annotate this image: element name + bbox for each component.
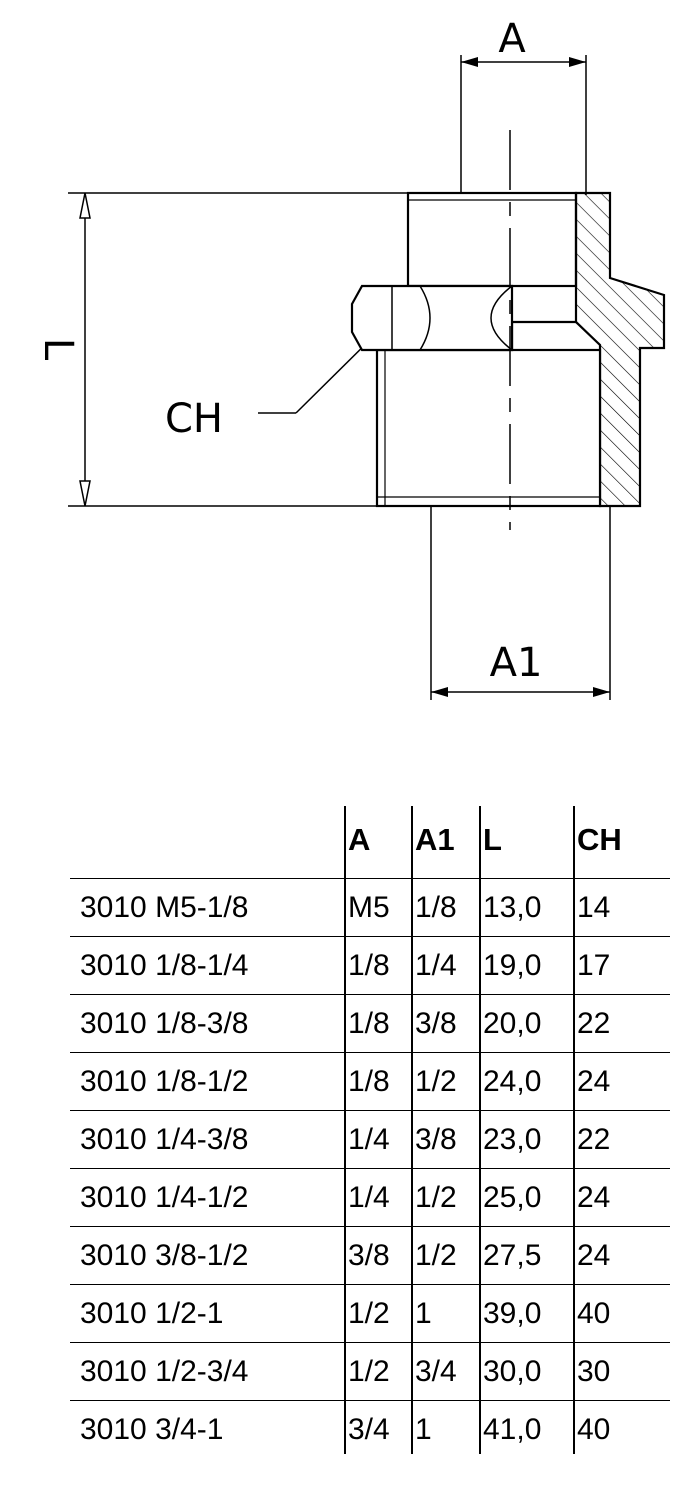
cell-code: 3010 M5-1/8 (80, 890, 249, 924)
cell-code: 3010 1/8-3/8 (80, 1006, 249, 1040)
dimension-table: A A1 L CH 3010 M5-1/8 M5 1/8 13,0 14 301… (70, 806, 670, 1458)
cell-a: M5 (348, 890, 390, 924)
label-ch: CH (165, 396, 223, 442)
cell-l: 25,0 (483, 1180, 542, 1214)
cell-a1: 1/8 (415, 890, 457, 924)
cell-a1: 3/8 (415, 1122, 457, 1156)
cell-a1: 1/4 (415, 948, 457, 982)
table-row: 3010 M5-1/8 M5 1/8 13,0 14 (70, 879, 670, 937)
cell-a1: 1 (415, 1296, 432, 1330)
table-row: 3010 1/8-1/4 1/8 1/4 19,0 17 (70, 937, 670, 995)
cell-a: 1/2 (348, 1354, 390, 1388)
cell-ch: 22 (577, 1122, 611, 1156)
cell-ch: 24 (577, 1064, 611, 1098)
cell-a1: 1/2 (415, 1064, 457, 1098)
table-row: 3010 1/2-1 1/2 1 39,0 40 (70, 1285, 670, 1343)
cell-a: 1/2 (348, 1296, 390, 1330)
cell-code: 3010 1/2-1 (80, 1296, 224, 1330)
fitting-technical-drawing: A L CH (35, 16, 666, 700)
column-divider (344, 806, 346, 1454)
cell-l: 27,5 (483, 1238, 542, 1272)
cell-ch: 22 (577, 1006, 611, 1040)
cell-l: 39,0 (483, 1296, 542, 1330)
cell-l: 23,0 (483, 1122, 542, 1156)
cell-l: 13,0 (483, 890, 542, 924)
cell-code: 3010 1/2-3/4 (80, 1354, 249, 1388)
table-row: 3010 1/8-1/2 1/8 1/2 24,0 24 (70, 1053, 670, 1111)
cell-a1: 3/4 (415, 1354, 457, 1388)
cell-l: 20,0 (483, 1006, 542, 1040)
cell-code: 3010 1/8-1/4 (80, 948, 249, 982)
header-a1: A1 (415, 822, 455, 857)
cell-l: 30,0 (483, 1354, 542, 1388)
cell-a: 1/8 (348, 1006, 390, 1040)
cell-code: 3010 1/8-1/2 (80, 1064, 249, 1098)
cell-code: 3010 3/4-1 (80, 1412, 224, 1446)
column-divider (411, 806, 413, 1454)
dimension-a: A (460, 16, 587, 195)
cell-code: 3010 1/4-3/8 (80, 1122, 249, 1156)
cell-ch: 17 (577, 948, 611, 982)
cell-ch: 30 (577, 1354, 611, 1388)
label-l: L (35, 338, 81, 361)
cell-a1: 1/2 (415, 1238, 457, 1272)
fitting-body (350, 191, 666, 508)
cell-ch: 40 (577, 1412, 611, 1446)
table-row: 3010 3/4-1 3/4 1 41,0 40 (70, 1401, 670, 1458)
column-divider (479, 806, 481, 1454)
table-header-row: A A1 L CH (70, 806, 670, 879)
cell-a1: 1 (415, 1412, 432, 1446)
cell-a: 3/8 (348, 1238, 390, 1272)
table-row: 3010 3/8-1/2 3/8 1/2 27,5 24 (70, 1227, 670, 1285)
cell-l: 41,0 (483, 1412, 542, 1446)
cell-ch: 24 (577, 1180, 611, 1214)
cell-a: 1/4 (348, 1122, 390, 1156)
cell-a1: 1/2 (415, 1180, 457, 1214)
cell-l: 24,0 (483, 1064, 542, 1098)
column-divider (573, 806, 575, 1454)
table-row: 3010 1/4-1/2 1/4 1/2 25,0 24 (70, 1169, 670, 1227)
table-row: 3010 1/2-3/4 1/2 3/4 30,0 30 (70, 1343, 670, 1401)
cell-ch: 40 (577, 1296, 611, 1330)
cell-code: 3010 3/8-1/2 (80, 1238, 249, 1272)
dimension-a1: A1 (430, 506, 611, 700)
cell-a: 1/4 (348, 1180, 390, 1214)
table-row: 3010 1/4-3/8 1/4 3/8 23,0 22 (70, 1111, 670, 1169)
cell-ch: 24 (577, 1238, 611, 1272)
header-a: A (348, 822, 371, 857)
cell-code: 3010 1/4-1/2 (80, 1180, 249, 1214)
cell-a: 3/4 (348, 1412, 390, 1446)
cell-ch: 14 (577, 890, 611, 924)
table-row: 3010 1/8-3/8 1/8 3/8 20,0 22 (70, 995, 670, 1053)
header-l: L (483, 822, 502, 857)
cell-a: 1/8 (348, 948, 390, 982)
label-a1: A1 (490, 640, 543, 686)
header-ch: CH (577, 822, 622, 857)
cell-a1: 3/8 (415, 1006, 457, 1040)
dimension-l: L (35, 192, 412, 507)
cell-a: 1/8 (348, 1064, 390, 1098)
label-a: A (498, 16, 526, 62)
cell-l: 19,0 (483, 948, 542, 982)
